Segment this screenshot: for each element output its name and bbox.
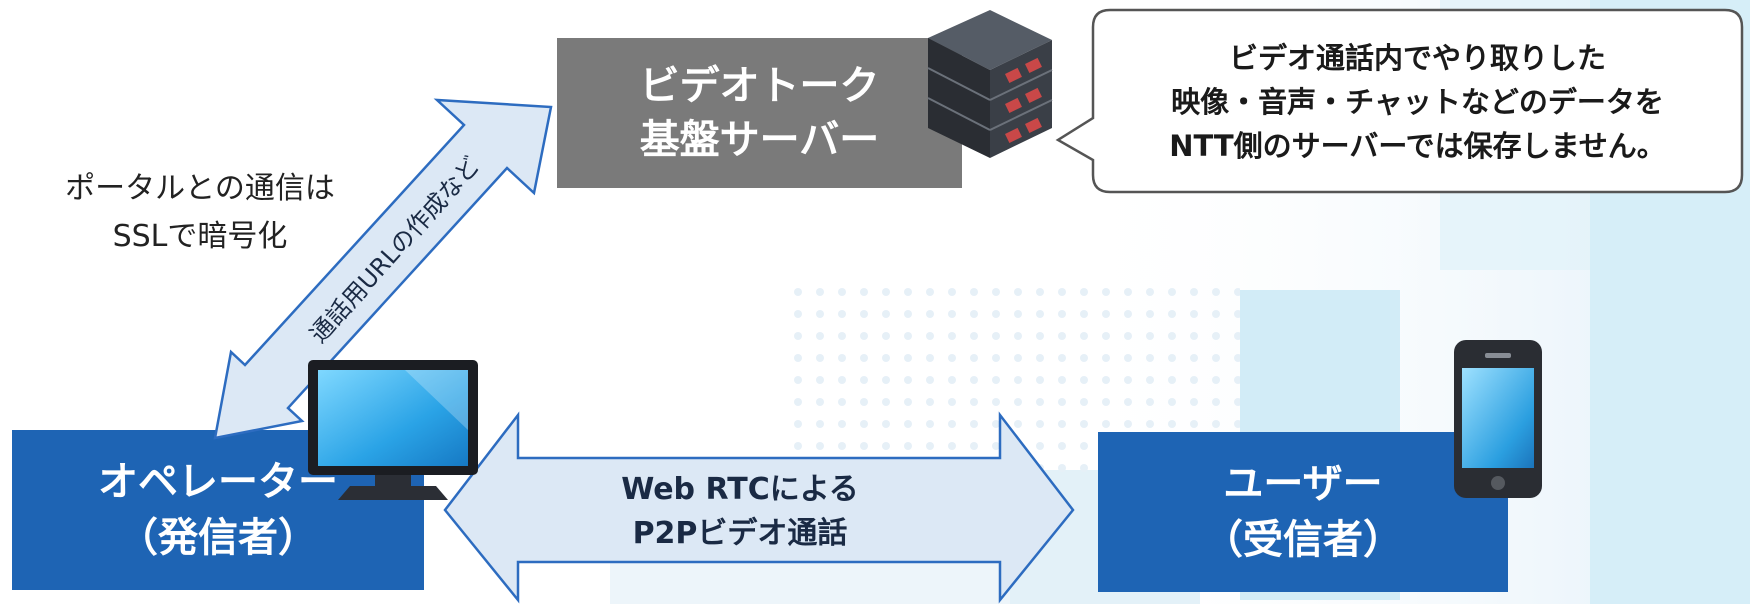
monitor-icon bbox=[308, 360, 478, 500]
server-label-line2: 基盤サーバー bbox=[639, 117, 880, 163]
speech-bubble bbox=[1055, 8, 1744, 194]
note-line1: ビデオ通話内でやり取りした bbox=[1228, 41, 1606, 75]
note-line3: NTT側のサーバーでは保存しません。 bbox=[1169, 129, 1666, 163]
p2p-label-line1: Web RTCによる bbox=[621, 472, 859, 507]
ssl-note-line1: ポータルとの通信は bbox=[65, 171, 335, 206]
ssl-annotation: ポータルとの通信は SSLで暗号化 bbox=[10, 165, 390, 261]
user-box: ユーザー （受信者） bbox=[1098, 432, 1508, 592]
note-line2: 映像・音声・チャットなどのデータを bbox=[1171, 85, 1664, 119]
ssl-note-line2: SSLで暗号化 bbox=[112, 219, 288, 254]
p2p-arrow-label: Web RTCによる P2Pビデオ通話 bbox=[530, 468, 950, 556]
operator-label-line2: （発信者） bbox=[118, 515, 318, 561]
user-label-line1: ユーザー bbox=[1223, 461, 1383, 507]
p2p-double-arrow bbox=[443, 411, 1075, 604]
callout-note: ビデオ通話内でやり取りした 映像・音声・チャットなどのデータを NTT側のサーバ… bbox=[1090, 22, 1745, 182]
operator-label-line1: オペレーター bbox=[98, 459, 338, 505]
user-label-line2: （受信者） bbox=[1203, 517, 1403, 563]
p2p-label-line2: P2Pビデオ通話 bbox=[632, 516, 848, 551]
smartphone-icon bbox=[1454, 340, 1542, 498]
video-talk-server-box: ビデオトーク 基盤サーバー bbox=[557, 38, 962, 188]
server-rack-icon bbox=[927, 10, 1053, 158]
server-label-line1: ビデオトーク bbox=[639, 63, 880, 109]
diagonal-double-arrow bbox=[213, 98, 553, 440]
